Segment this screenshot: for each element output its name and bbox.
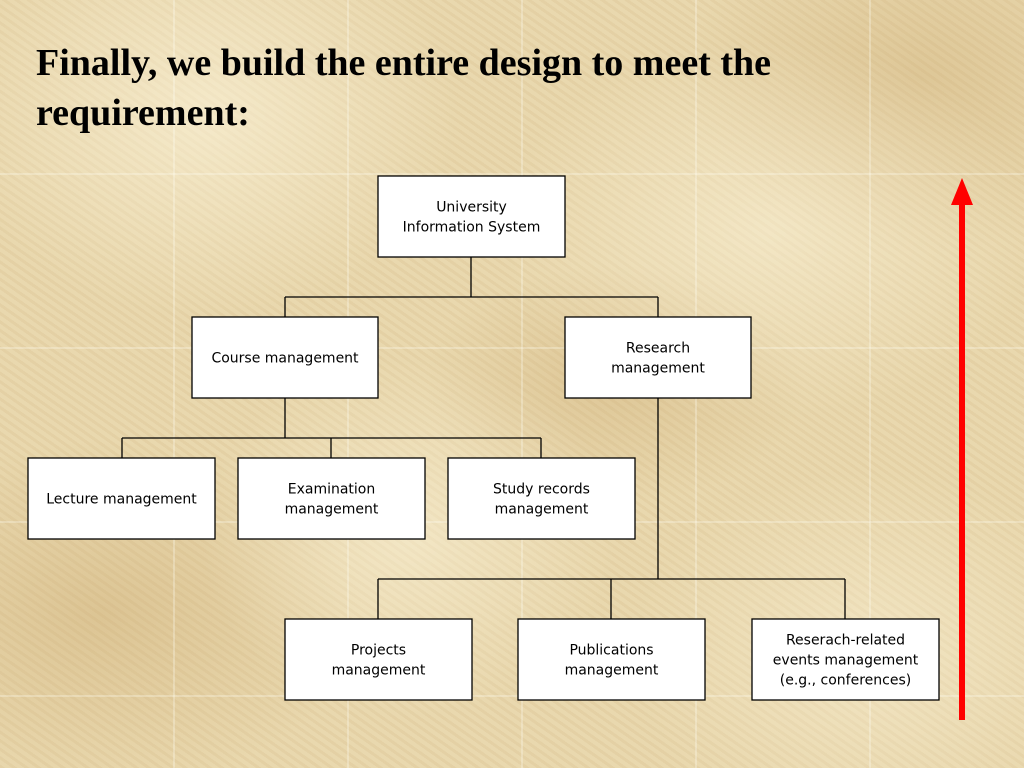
connector-course-children (121, 398, 542, 458)
node-research-events-management: Reserach-related events management (e.g., … (751, 618, 940, 701)
upward-arrow (951, 178, 973, 720)
node-course-management: Course management (191, 316, 379, 399)
node-label-line: Research (626, 341, 690, 357)
node-box (191, 316, 379, 399)
connectors (121, 257, 846, 619)
node-label-line: management (565, 663, 659, 679)
node-projects-management: Projects management (284, 618, 473, 701)
node-publications-management: Publications management (517, 618, 706, 701)
node-label-line: University (436, 200, 507, 216)
node-label-line: Projects (351, 643, 406, 659)
node-study-records-management: Study records management (447, 457, 636, 540)
node-box (237, 457, 426, 540)
node-label-line: Study records (493, 482, 590, 498)
node-label-line: Examination (288, 482, 376, 498)
node-lecture-management: Lecture management (27, 457, 216, 540)
node-label-line: Information System (403, 220, 541, 236)
arrow-head-icon (951, 178, 973, 205)
node-label-line: management (495, 502, 589, 518)
node-box (751, 618, 940, 701)
node-box (564, 316, 752, 399)
connector-root-children (284, 257, 659, 317)
node-label-line: management (285, 502, 379, 518)
node-box (284, 618, 473, 701)
node-label-line: management (611, 361, 705, 377)
slide-title: Finally, we build the entire design to m… (36, 38, 972, 138)
node-label-line: Course management (211, 351, 359, 367)
node-label-line: (e.g., conferences) (780, 673, 911, 689)
node-label-line: Lecture management (46, 492, 197, 508)
node-label-line: Publications (569, 643, 653, 659)
node-research-management: Research management (564, 316, 752, 399)
slide-title-line-1: Finally, we build the entire design to m… (36, 42, 771, 84)
node-label-line: management (332, 663, 426, 679)
slide-title-line-2: requirement: (36, 92, 250, 134)
node-box (447, 457, 636, 540)
node-box (27, 457, 216, 540)
node-box (377, 175, 566, 258)
node-label-line: Reserach-related (786, 633, 905, 649)
node-examination-management: Examination management (237, 457, 426, 540)
node-box (517, 618, 706, 701)
connector-research-children (377, 398, 846, 619)
node-label-line: events management (773, 653, 919, 669)
